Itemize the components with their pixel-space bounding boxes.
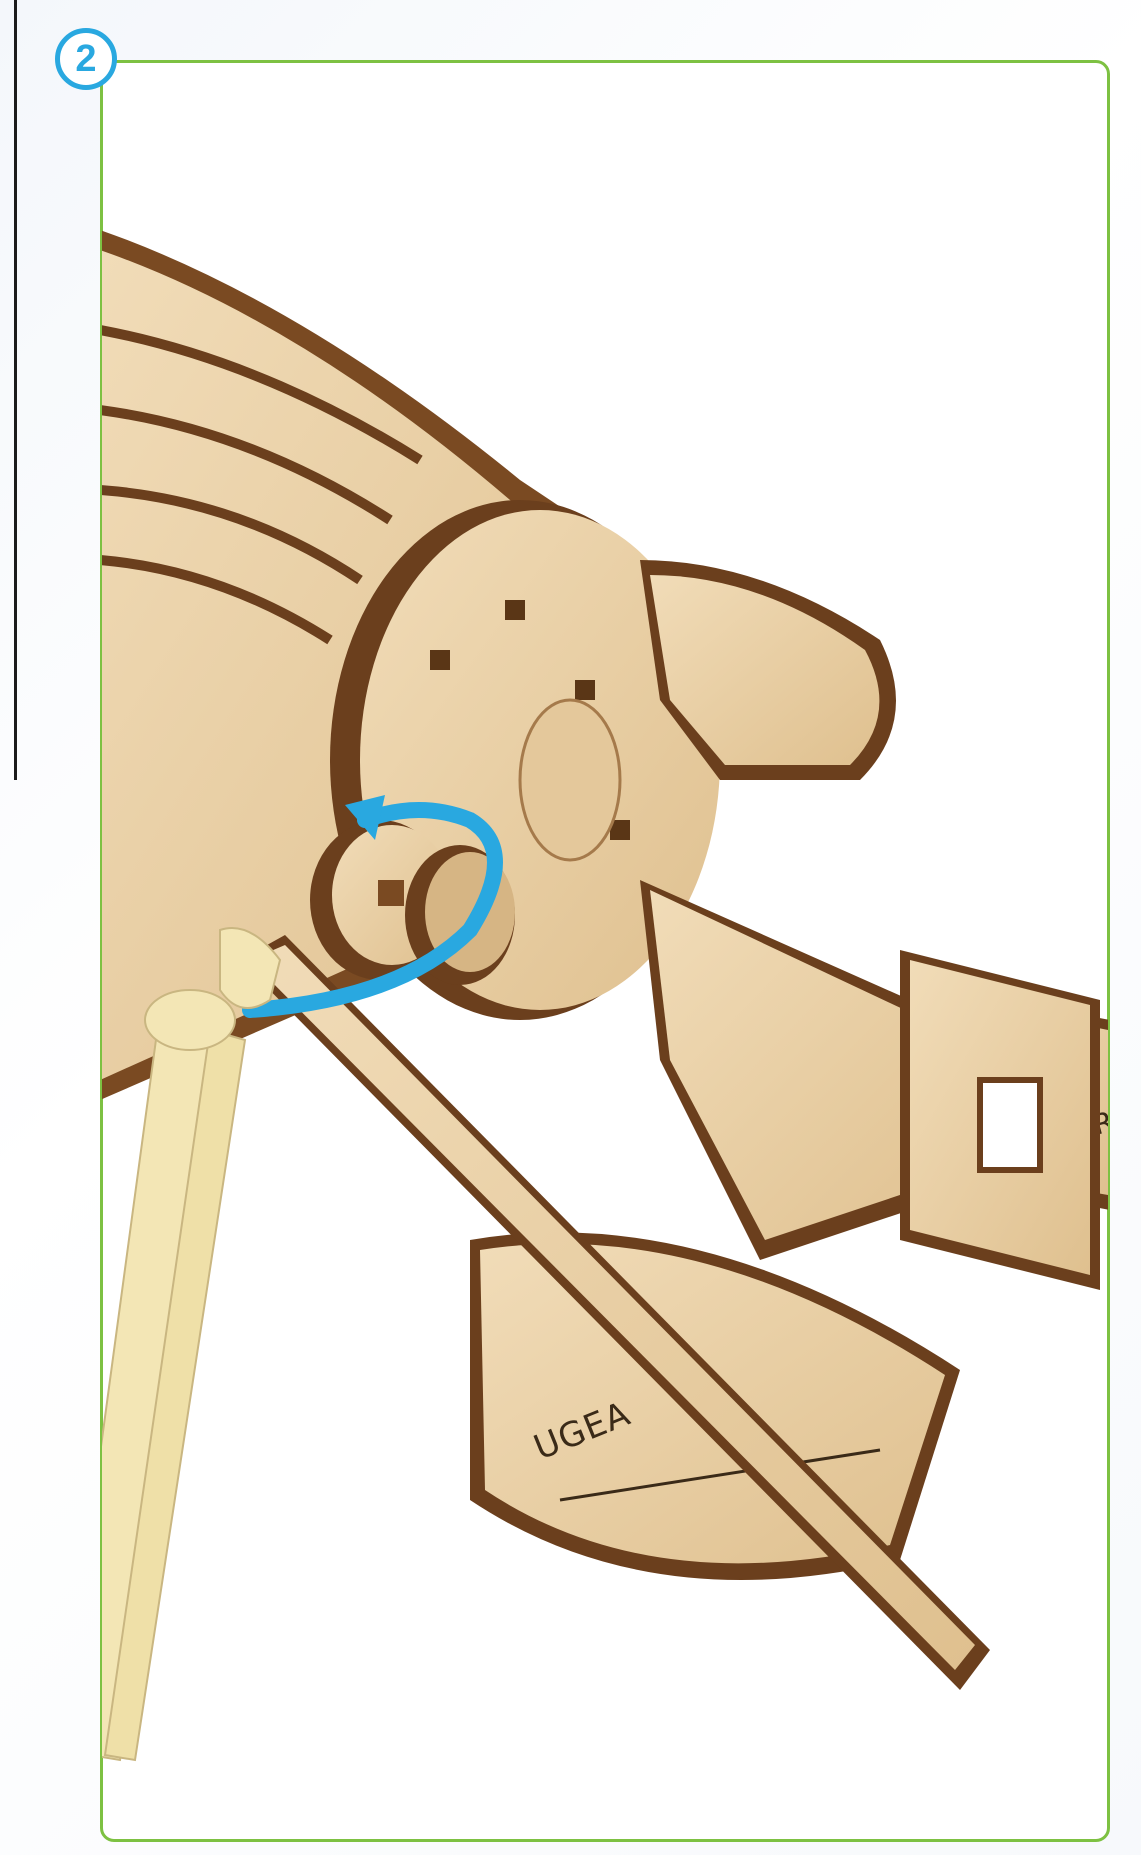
step-number-badge: 2	[55, 28, 117, 90]
step-frame	[100, 60, 1110, 1842]
page-margin-rule	[14, 0, 17, 780]
step-number: 2	[75, 40, 96, 78]
